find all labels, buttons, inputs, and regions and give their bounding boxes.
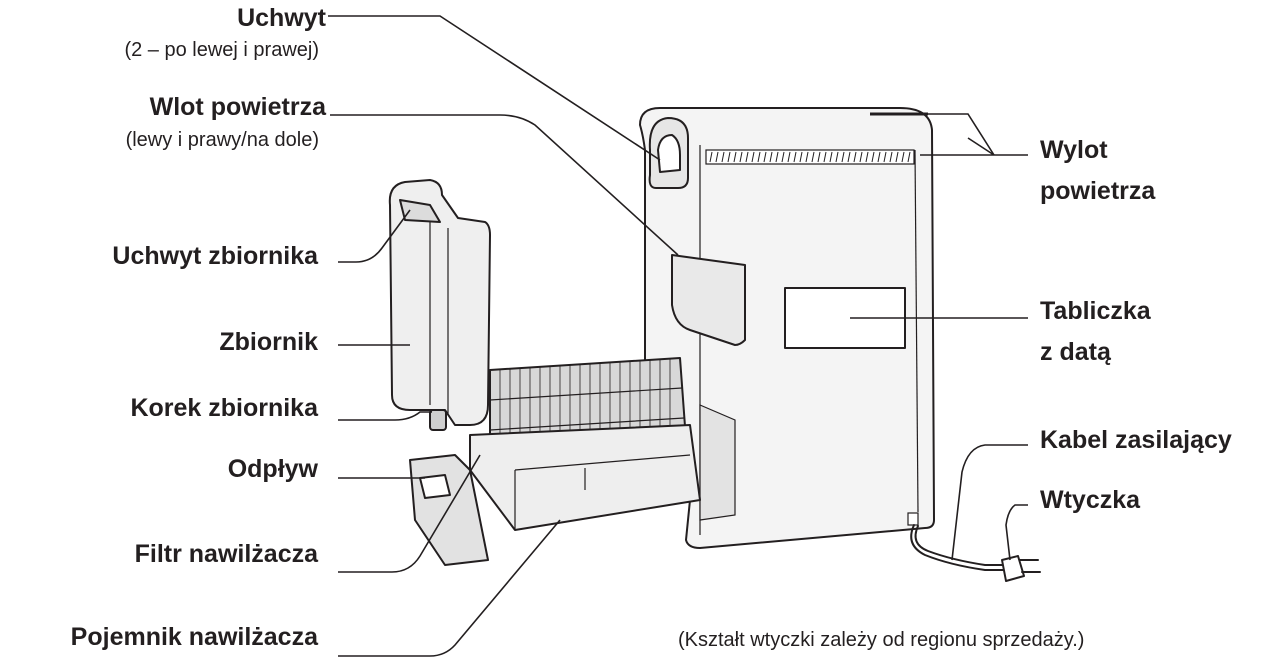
drain-drawing <box>409 454 489 566</box>
label-tank-cap: Korek zbiornika <box>130 394 318 422</box>
leader-lines <box>328 15 1028 657</box>
label-tank-handle: Uchwyt zbiornika <box>112 242 318 270</box>
label-air-inlet-note: (lewy i prawy/na dole) <box>125 129 319 151</box>
label-air-inlet: Wlot powietrza <box>149 93 326 121</box>
tank-cap-shape <box>429 409 447 431</box>
label-handle-note: (2 – po lewej i prawej) <box>124 39 319 61</box>
label-air-outlet-line1: Wylot <box>1040 136 1108 164</box>
label-power-cord: Kabel zasilający <box>1040 426 1232 454</box>
label-air-outlet-line2: powietrza <box>1040 177 1156 205</box>
label-humidifier-filter: Filtr nawilżacza <box>134 540 318 568</box>
outlet-grille <box>709 151 911 163</box>
tray-drawing <box>469 424 701 531</box>
label-drain: Odpływ <box>227 455 318 483</box>
power-cord-drawing <box>910 524 1041 582</box>
label-humidifier-tray: Pojemnik nawilżacza <box>70 623 318 651</box>
label-date-plate-line1: Tabliczka <box>1040 297 1151 325</box>
tank-drawing <box>388 179 491 431</box>
main-unit <box>639 107 935 549</box>
label-date-plate-line2: z datą <box>1040 338 1111 366</box>
label-plug: Wtyczka <box>1040 486 1141 514</box>
label-plug-note: (Kształt wtyczki zależy od regionu sprze… <box>678 629 1085 651</box>
label-handle: Uchwyt <box>237 4 326 32</box>
label-tank: Zbiornik <box>219 328 318 356</box>
